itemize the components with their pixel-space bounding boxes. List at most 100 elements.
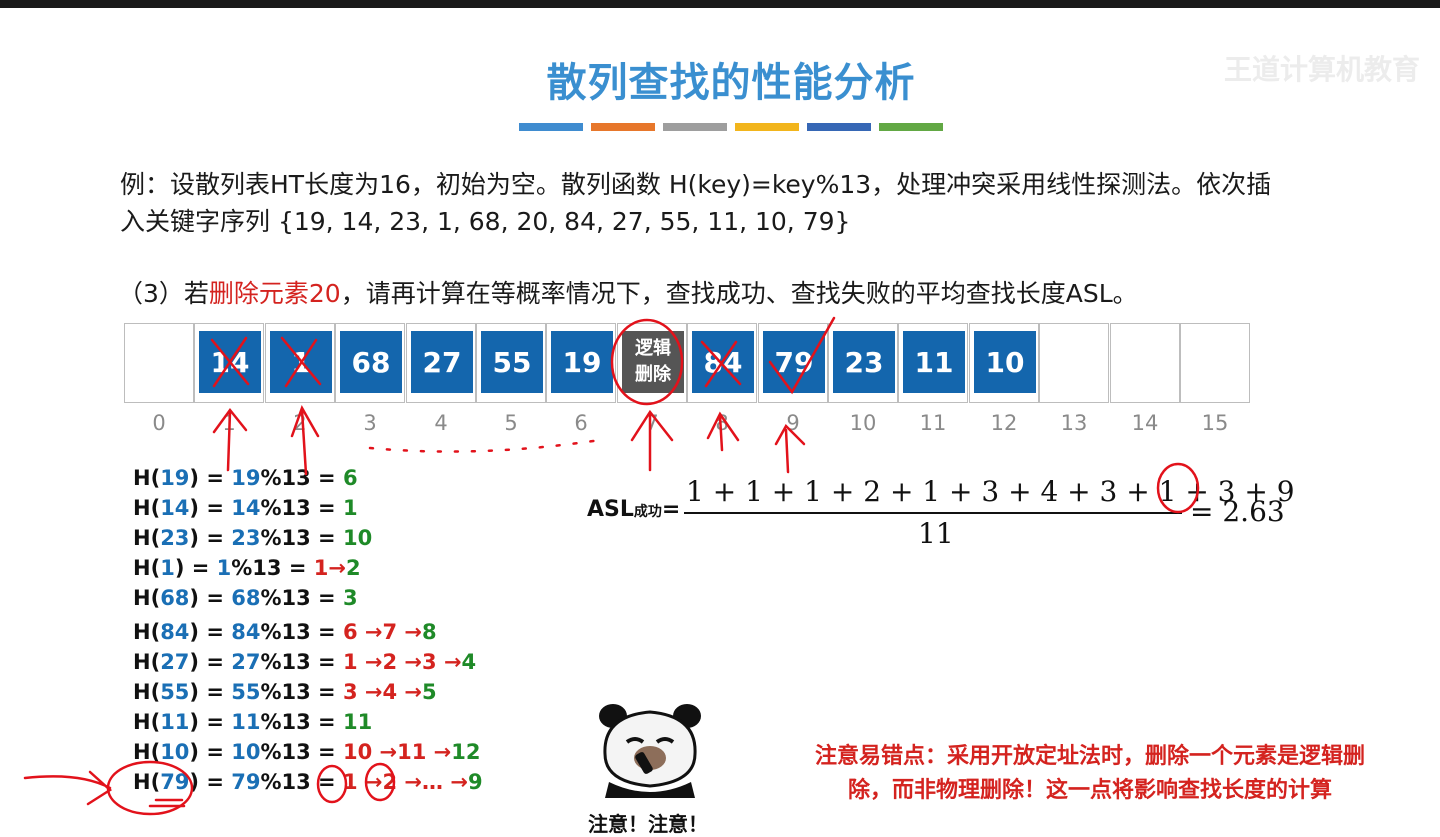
hash-prefix: H( bbox=[133, 496, 161, 520]
table-index: 10 bbox=[849, 411, 877, 435]
arrow-up-1 bbox=[212, 407, 248, 472]
table-key: 23 bbox=[833, 331, 895, 393]
hash-row: H(23) = 23%13 = 10 bbox=[133, 526, 372, 550]
table-cell-4: 27 bbox=[406, 323, 476, 403]
hash-res: 11 bbox=[342, 710, 373, 734]
table-key: 19 bbox=[551, 331, 613, 393]
hash-row: H(19) = 19%13 = 6 bbox=[133, 466, 358, 490]
hash-res: 3 bbox=[342, 586, 358, 610]
table-key: 27 bbox=[411, 331, 473, 393]
hash-row: H(1) = 1%13 = 1→2 bbox=[133, 556, 361, 580]
hash-final-slot: 5 bbox=[422, 680, 437, 704]
question-prefix: （3）若 bbox=[118, 279, 209, 308]
hash-key2: 68 bbox=[231, 586, 261, 610]
hash-key2: 84 bbox=[231, 620, 261, 644]
hash-row: H(84) = 84%13 = 6 →7 →8 bbox=[133, 620, 437, 644]
problem-line-1: 例：设散列表HT长度为16，初始为空。散列函数 H(key)=key%13，处理… bbox=[120, 170, 1272, 199]
hash-key: 84 bbox=[160, 620, 190, 644]
table-cell-9: 79 bbox=[758, 323, 828, 403]
title-stripe bbox=[807, 123, 871, 131]
hash-res: 3 bbox=[342, 680, 358, 704]
underline-79 bbox=[148, 798, 186, 808]
arrow-to-h79 bbox=[23, 770, 113, 806]
hash-res: 6 bbox=[342, 620, 358, 644]
fraction-line bbox=[684, 512, 1182, 514]
title-stripe bbox=[591, 123, 655, 131]
hash-key: 19 bbox=[160, 466, 190, 490]
hash-prefix: H( bbox=[133, 526, 161, 550]
cross-mark-84 bbox=[700, 340, 742, 388]
hash-prefix: H( bbox=[133, 650, 161, 674]
table-index: 11 bbox=[919, 411, 947, 435]
hash-key2: 23 bbox=[231, 526, 261, 550]
table-index: 15 bbox=[1201, 411, 1229, 435]
table-index: 4 bbox=[434, 411, 448, 435]
page-title: 散列查找的性能分析 bbox=[546, 60, 916, 106]
hash-res: 1 bbox=[342, 496, 358, 520]
table-cell-12: 10 bbox=[969, 323, 1039, 403]
table-index: 14 bbox=[1131, 411, 1159, 435]
table-key: 10 bbox=[974, 331, 1036, 393]
arrow-up-7 bbox=[630, 409, 674, 472]
hash-res: 6 bbox=[342, 466, 358, 490]
watermark: 王道计算机教育 bbox=[1223, 53, 1420, 86]
hash-row: H(79) = 79%13 = 1 →2 →… →9 bbox=[133, 770, 483, 794]
hash-mid1: ) = bbox=[189, 620, 232, 644]
hash-prefix: H( bbox=[133, 620, 161, 644]
hash-mid1: ) = bbox=[189, 466, 232, 490]
table-cell-14 bbox=[1110, 323, 1180, 403]
logical-delete-slot: 逻辑删除 bbox=[622, 331, 684, 393]
table-index: 12 bbox=[990, 411, 1018, 435]
table-cell-5: 55 bbox=[476, 323, 546, 403]
hash-mid2: %13 = bbox=[260, 496, 343, 520]
logical-delete-label-2: 删除 bbox=[635, 364, 671, 385]
hash-mid2: %13 = bbox=[260, 526, 343, 550]
title-stripe bbox=[879, 123, 943, 131]
hash-row: H(68) = 68%13 = 3 bbox=[133, 586, 358, 610]
hash-res: 1 bbox=[313, 556, 329, 580]
panda-meme-image bbox=[599, 704, 701, 798]
table-cell-10: 23 bbox=[828, 323, 898, 403]
hash-final-slot: 8 bbox=[422, 620, 437, 644]
hash-mid1: ) = bbox=[189, 586, 232, 610]
table-cell-7: 逻辑删除 bbox=[617, 323, 687, 403]
hash-key: 1 bbox=[160, 556, 175, 580]
hash-row: H(10) = 10%13 = 10 →11 →12 bbox=[133, 740, 480, 764]
table-key: 79 bbox=[763, 331, 825, 393]
hash-prefix: H( bbox=[133, 586, 161, 610]
hash-row: H(11) = 11%13 = 11 bbox=[133, 710, 372, 734]
hash-probe-chain: →2 →… → bbox=[357, 770, 468, 794]
asl-denominator: 11 bbox=[918, 517, 954, 550]
asl-subscript: 成功 bbox=[633, 504, 662, 520]
asl-result: = 2.63 bbox=[1190, 495, 1285, 528]
hash-res: 10 bbox=[342, 526, 373, 550]
hash-mid1: ) = bbox=[189, 496, 232, 520]
hash-mid2: %13 = bbox=[260, 650, 343, 674]
question: （3）若删除元素20，请再计算在等概率情况下，查找成功、查找失败的平均查找长度A… bbox=[118, 274, 1138, 310]
hash-prefix: H( bbox=[133, 740, 161, 764]
hash-mid2: %13 = bbox=[260, 620, 343, 644]
circle-step-1 bbox=[316, 764, 348, 804]
hash-mid2: %13 = bbox=[260, 770, 343, 794]
hash-final-slot: 4 bbox=[461, 650, 477, 674]
circle-logical-delete bbox=[610, 318, 684, 406]
hash-key: 10 bbox=[160, 740, 190, 764]
hash-mid2: %13 = bbox=[260, 740, 343, 764]
probe-dots bbox=[368, 438, 602, 453]
top-bar bbox=[0, 0, 1440, 8]
hash-mid1: ) = bbox=[189, 770, 232, 794]
hash-mid1: ) = bbox=[189, 680, 232, 704]
arrow-up-9 bbox=[774, 423, 806, 474]
hash-mid1: ) = bbox=[189, 710, 232, 734]
hash-key2: 19 bbox=[231, 466, 261, 490]
hash-probe-chain: →2 →3 → bbox=[357, 650, 462, 674]
table-key: 68 bbox=[340, 331, 402, 393]
hash-prefix: H( bbox=[133, 680, 161, 704]
circle-9-numerator bbox=[1156, 462, 1200, 514]
hash-row: H(55) = 55%13 = 3 →4 →5 bbox=[133, 680, 437, 704]
warning-note: 注意易错点：采用开放定址法时，删除一个元素是逻辑删 除，而非物理删除！这一点将影… bbox=[760, 740, 1420, 808]
hash-key: 55 bbox=[160, 680, 190, 704]
hash-mid1: ) = bbox=[189, 650, 232, 674]
hash-key2: 55 bbox=[231, 680, 261, 704]
